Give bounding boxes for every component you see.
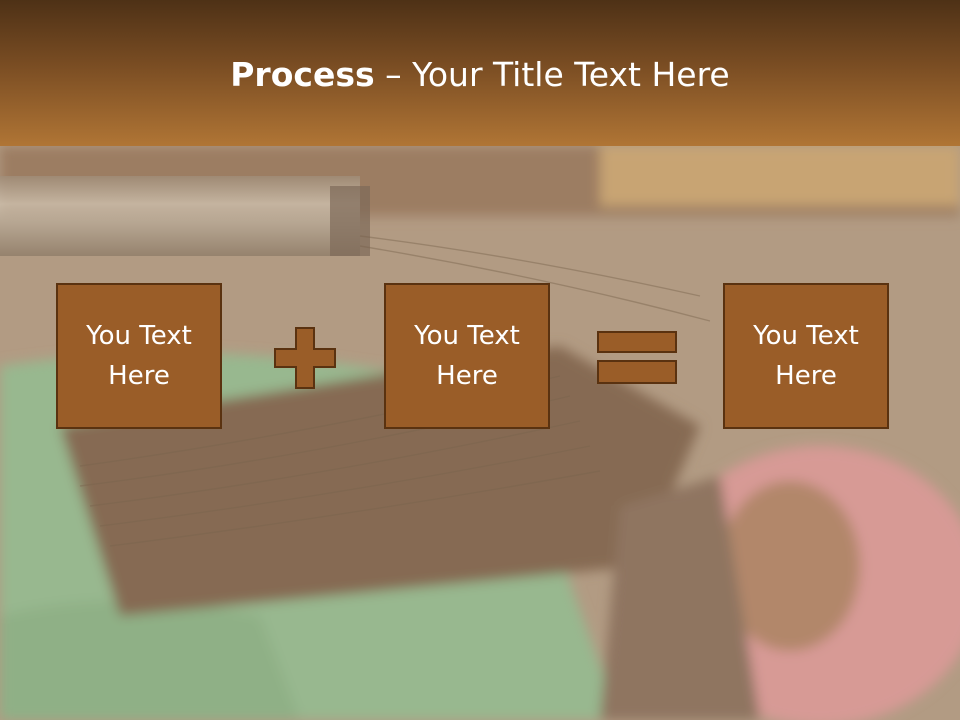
slide-title[interactable]: Process – Your Title Text Here — [0, 52, 960, 98]
process-box-3-line2: Here — [775, 361, 837, 391]
process-box-2[interactable]: You Text Here — [384, 283, 550, 429]
background-photo — [0, 146, 960, 720]
title-bar — [0, 0, 960, 146]
process-box-3-line1: You Text — [753, 321, 859, 351]
process-box-1-line1: You Text — [86, 321, 192, 351]
equals-icon — [597, 331, 677, 384]
process-box-2-line2: Here — [436, 361, 498, 391]
title-rest: – Your Title Text Here — [374, 55, 730, 94]
process-box-1-line2: Here — [108, 361, 170, 391]
process-box-3-text: You Text Here — [753, 316, 859, 396]
process-box-1[interactable]: You Text Here — [56, 283, 222, 429]
process-box-3[interactable]: You Text Here — [723, 283, 889, 429]
plus-icon — [274, 327, 336, 389]
process-box-1-text: You Text Here — [86, 316, 192, 396]
process-box-2-line1: You Text — [414, 321, 520, 351]
process-box-2-text: You Text Here — [414, 316, 520, 396]
title-bold: Process — [230, 55, 375, 94]
